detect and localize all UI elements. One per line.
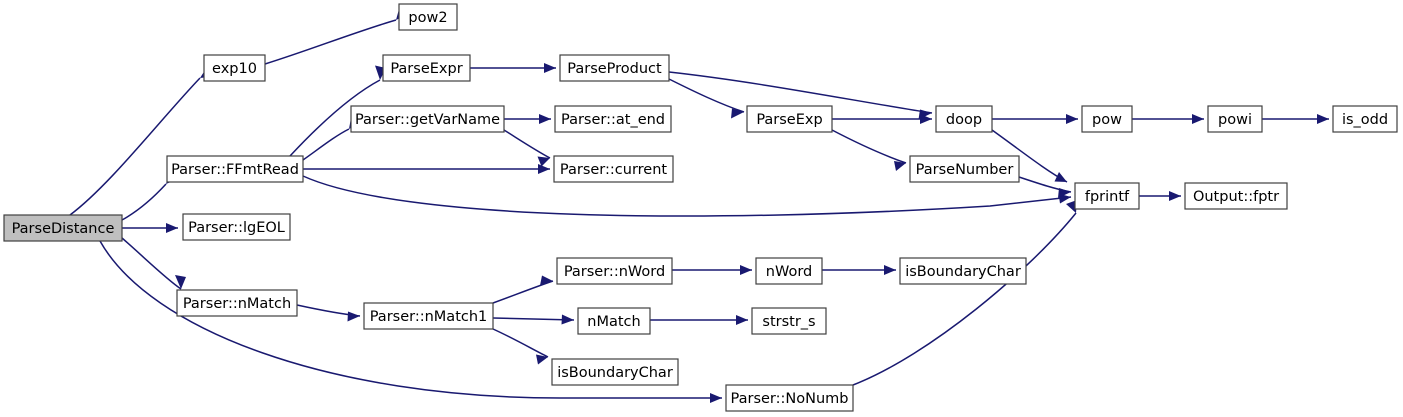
arrowhead-icon [175,275,186,289]
arrowhead-icon [537,156,550,167]
node-box[interactable] [1081,105,1133,133]
node-isBoundaryChar-low[interactable]: isBoundaryChar [551,358,679,386]
node-ParseProduct[interactable]: ParseProduct [559,54,670,82]
node-box[interactable] [398,3,458,31]
node-Parser-lgEOL[interactable]: Parser::lgEOL [182,213,291,241]
edge-exp10-to-pow2 [264,19,397,65]
node-box[interactable] [3,214,123,242]
node-box[interactable] [382,54,471,82]
edge-Parser-nMatch1-to-isBoundaryChar-low [492,328,549,358]
edge-ParseDistance-to-Parser-NoNumb [99,240,722,399]
arrowhead-icon [1192,114,1204,124]
edge-ParseExp-to-ParseNumber [831,129,907,164]
node-Output-fptr[interactable]: Output::fptr [1184,182,1288,210]
node-box[interactable] [755,257,823,285]
node-Parser-nMatch[interactable]: Parser::nMatch [176,289,298,317]
arrowhead-icon [1066,200,1077,213]
node-box[interactable] [1184,182,1288,210]
edge-ParseProduct-to-ParseExp [668,78,745,113]
node-box[interactable] [559,54,670,82]
node-Parser-current[interactable]: Parser::current [553,155,674,183]
node-box[interactable] [551,358,679,386]
arrowhead-icon [538,164,550,174]
node-box[interactable] [1074,182,1140,210]
node-strstr_s[interactable]: strstr_s [751,307,827,335]
edge-Parser-FFmtRead-to-fprintf [302,175,1072,217]
node-box[interactable] [751,307,827,335]
arrowhead-icon [536,354,548,365]
node-box[interactable] [725,384,854,412]
edge-ParseDistance-to-exp10 [69,77,201,216]
arrowhead-icon [736,315,748,325]
node-box[interactable] [899,257,1027,285]
arrowhead-icon [540,275,553,286]
edge-Parser-FFmtRead-to-ParseExpr [289,79,381,157]
arrowhead-icon [710,393,722,403]
node-box[interactable] [350,105,505,133]
node-ParseDistance[interactable]: ParseDistance [3,214,123,242]
node-box[interactable] [746,105,833,133]
node-Parser-NoNumb[interactable]: Parser::NoNumb [725,384,854,412]
node-isBoundaryChar-top[interactable]: isBoundaryChar [899,257,1027,285]
node-is_odd[interactable]: is_odd [1332,105,1398,133]
arrowhead-icon [884,265,896,275]
edge-Parser-FFmtRead-to-Parser-getVarName [302,128,350,161]
edge-Parser-getVarName-to-Parser-current [503,129,551,159]
node-box[interactable] [909,155,1020,183]
node-box[interactable] [935,105,993,133]
arrowhead-icon [1169,191,1181,201]
node-box[interactable] [554,105,672,133]
node-pow2[interactable]: pow2 [398,3,458,31]
arrowhead-icon [539,114,551,124]
edge-ParseProduct-to-doop [668,71,933,114]
arrowhead-icon [347,311,360,322]
edge-ParseDistance-to-Parser-nMatch [121,237,182,290]
edge-Parser-nMatch1-to-Parser-nWord [492,280,554,304]
node-powi[interactable]: powi [1207,105,1263,133]
node-ParseExpr[interactable]: ParseExpr [382,54,471,82]
node-Parser-nWord[interactable]: Parser::nWord [556,257,673,285]
node-exp10[interactable]: exp10 [203,54,266,82]
arrowhead-icon [731,108,744,119]
arrowhead-icon [544,63,556,73]
node-box[interactable] [363,302,494,330]
arrowhead-icon [1054,172,1067,182]
node-box[interactable] [1207,105,1263,133]
node-ParseExp[interactable]: ParseExp [746,105,833,133]
node-box[interactable] [176,289,298,317]
arrowhead-icon [894,161,906,171]
arrowhead-icon [1058,188,1071,198]
edge-Parser-NoNumb-to-fprintf [852,212,1077,386]
arrowhead-icon [1317,114,1329,124]
node-Parser-getVarName[interactable]: Parser::getVarName [350,105,505,133]
node-Parser-nMatch1[interactable]: Parser::nMatch1 [363,302,494,330]
node-pow[interactable]: pow [1081,105,1133,133]
node-box[interactable] [203,54,266,82]
arrowhead-icon [920,114,932,124]
node-box[interactable] [1332,105,1398,133]
node-box[interactable] [553,155,674,183]
node-Parser-at_end[interactable]: Parser::at_end [554,105,672,133]
node-doop[interactable]: doop [935,105,993,133]
arrowhead-icon [561,314,574,325]
node-box[interactable] [577,307,651,335]
edge-Parser-nMatch1-to-nMatch [492,317,575,321]
nodes-layer: ParseDistanceexp10pow2Parser::FFmtReadPa… [3,3,1398,412]
node-fprintf[interactable]: fprintf [1074,182,1140,210]
node-nMatch[interactable]: nMatch [577,307,651,335]
node-box[interactable] [556,257,673,285]
arrowhead-icon [1066,114,1078,124]
arrowhead-icon [740,265,752,275]
node-ParseNumber[interactable]: ParseNumber [909,155,1020,183]
node-nWord[interactable]: nWord [755,257,823,285]
edge-ParseDistance-to-Parser-FFmtRead [121,183,167,221]
node-box[interactable] [166,155,304,183]
node-Parser-FFmtRead[interactable]: Parser::FFmtRead [166,155,304,183]
node-box[interactable] [182,213,291,241]
arrowhead-icon [166,223,178,233]
